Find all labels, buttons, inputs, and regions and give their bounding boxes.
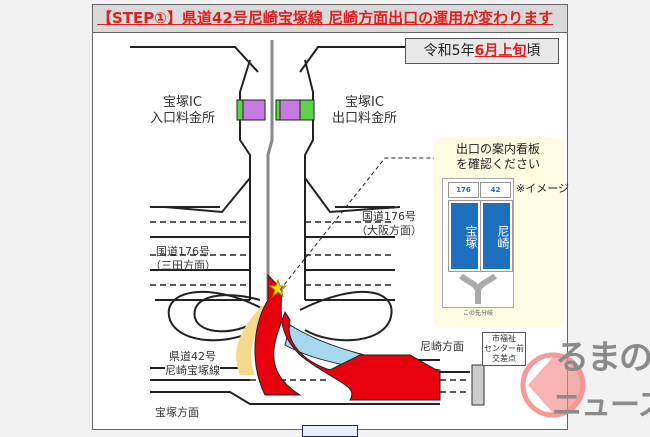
watermark-logo: るまの ニュース	[510, 338, 650, 433]
amagasaki-direction-label: 尼崎方面	[420, 340, 464, 353]
date-highlight: 6月上旬	[474, 43, 527, 59]
route176-osaka-label: 国道176号（大阪方面）	[356, 210, 422, 237]
fork-arrow-icon	[459, 274, 497, 304]
date-box: 令和5年6月上旬頃	[405, 38, 559, 64]
route-42-badge: 42	[480, 182, 511, 198]
signboard-callout: 出口の案内看板を確認ください 176 42 宝塚 尼崎 この先分岐 ※イメージ	[434, 138, 569, 328]
median-line	[266, 40, 274, 300]
amagasaki-sign: 尼崎	[480, 200, 513, 272]
image-note: ※イメージ	[516, 182, 569, 195]
yellow-route	[236, 305, 272, 375]
bottom-tab	[302, 425, 358, 437]
takarazuka-sign: 宝塚	[448, 200, 481, 272]
entrance-toll-booths	[236, 99, 266, 121]
route-176-badge: 176	[448, 182, 479, 198]
exit-toll-booths	[275, 99, 315, 121]
page-title: 【STEP①】県道42号尼崎宝塚線 尼崎方面出口の運用が変わります	[93, 5, 567, 33]
date-suffix: 頃	[526, 43, 541, 59]
date-prefix: 令和5年	[423, 43, 475, 59]
pref42-label: 県道42号尼崎宝塚線	[165, 350, 220, 378]
callout-text: 出口の案内看板を確認ください	[456, 142, 541, 171]
intersection-crosswalk	[471, 364, 485, 406]
sign-image: 176 42 宝塚 尼崎	[442, 178, 514, 308]
route176-sanda-label: 国道176号（三田方面）	[150, 245, 216, 272]
watermark-circle-icon	[520, 352, 586, 418]
callout-leader-line	[279, 157, 438, 291]
location-star-icon	[268, 278, 288, 298]
takarazuka-direction-label: 宝塚方面	[155, 406, 199, 419]
branch-label: この先分岐	[462, 310, 493, 317]
intersection-label: 市福祉センター前交差点	[482, 332, 526, 366]
red-route	[254, 273, 441, 401]
